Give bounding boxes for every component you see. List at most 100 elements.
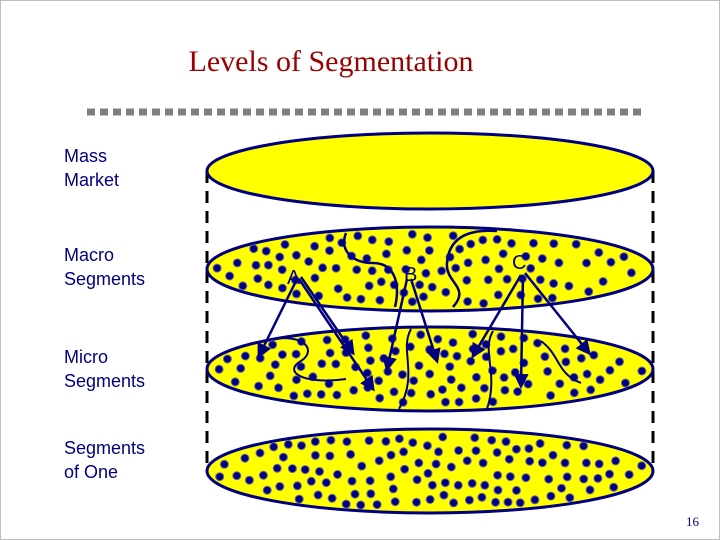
dot: [606, 257, 616, 267]
dot: [524, 444, 534, 454]
level-label-segments-of-one: Segments of One: [64, 438, 146, 482]
dot: [581, 458, 591, 468]
dot: [325, 246, 334, 256]
segment-label-a: A: [287, 267, 301, 289]
dot: [407, 229, 417, 239]
dot: [291, 250, 301, 260]
dot: [272, 463, 282, 473]
dot: [496, 332, 506, 342]
dot: [624, 470, 634, 480]
dot: [448, 338, 458, 348]
dot: [232, 471, 242, 481]
dot: [310, 241, 320, 251]
dot: [585, 485, 595, 495]
dot: [471, 394, 481, 403]
dot: [471, 446, 481, 456]
dot: [270, 360, 280, 370]
dot: [434, 447, 443, 457]
dot: [402, 245, 412, 255]
dot: [438, 432, 448, 442]
arrow-c-3: [524, 272, 591, 356]
dot: [230, 377, 240, 387]
dot: [565, 493, 575, 503]
dot: [406, 388, 416, 398]
dot: [423, 468, 433, 478]
dot: [466, 356, 476, 366]
dot: [501, 437, 511, 447]
segment-arrows: [257, 272, 591, 392]
mass-market-disc: [205, 131, 655, 211]
dot: [547, 293, 557, 303]
dot: [462, 275, 472, 285]
arrow-a-3: [299, 276, 355, 356]
dot: [504, 454, 514, 464]
dot: [453, 480, 463, 490]
dot: [381, 436, 391, 446]
dot: [214, 364, 224, 374]
dot: [333, 470, 342, 479]
dot: [294, 494, 304, 504]
dot: [502, 274, 512, 284]
dot: [521, 251, 531, 261]
dot: [365, 356, 375, 366]
dot: [327, 493, 337, 503]
dot: [433, 334, 443, 344]
dot: [386, 472, 396, 482]
dot: [415, 280, 425, 290]
dot: [400, 464, 410, 474]
dot: [408, 438, 418, 448]
dot: [253, 274, 263, 284]
dot: [292, 481, 302, 491]
dot: [212, 263, 222, 273]
macro-boundary-b-c: [445, 229, 498, 308]
dot: [544, 474, 554, 484]
dot: [424, 246, 434, 255]
dot: [478, 235, 488, 245]
dot: [283, 439, 293, 449]
dot: [366, 489, 376, 499]
dot: [292, 289, 301, 299]
dot: [365, 476, 375, 486]
dot: [510, 367, 520, 377]
dot: [455, 244, 465, 254]
dot: [412, 497, 421, 507]
dot: [325, 451, 335, 461]
dot: [525, 456, 535, 466]
level-label-mass-market: Mass Market: [64, 146, 120, 190]
dot: [533, 338, 542, 348]
dot: [579, 474, 589, 484]
dot: [390, 497, 400, 507]
dot: [481, 255, 491, 265]
micro-boundary-3: [486, 330, 494, 410]
dot: [557, 483, 566, 493]
dot: [357, 461, 367, 471]
dot: [318, 263, 328, 273]
arrow-c-2: [513, 274, 529, 389]
dot: [374, 456, 384, 466]
dot: [423, 233, 432, 243]
dot: [326, 435, 336, 445]
dot: [238, 281, 248, 291]
dot: [505, 472, 515, 482]
dot: [416, 330, 426, 340]
dot: [562, 440, 572, 450]
dot: [342, 437, 352, 447]
dot: [364, 281, 374, 291]
dot: [595, 375, 605, 385]
dot: [346, 449, 356, 459]
dot: [240, 453, 250, 463]
dot: [637, 461, 647, 471]
dot: [471, 372, 481, 382]
dot: [440, 478, 450, 488]
dot: [598, 277, 608, 286]
dot: [427, 282, 437, 292]
page-number: 16: [686, 514, 699, 529]
dot: [389, 387, 399, 397]
dot: [609, 482, 619, 492]
dot: [287, 464, 297, 474]
dot: [582, 369, 592, 379]
dot: [310, 273, 320, 283]
dot: [537, 254, 547, 264]
dot: [262, 485, 272, 495]
dot: [347, 476, 357, 486]
